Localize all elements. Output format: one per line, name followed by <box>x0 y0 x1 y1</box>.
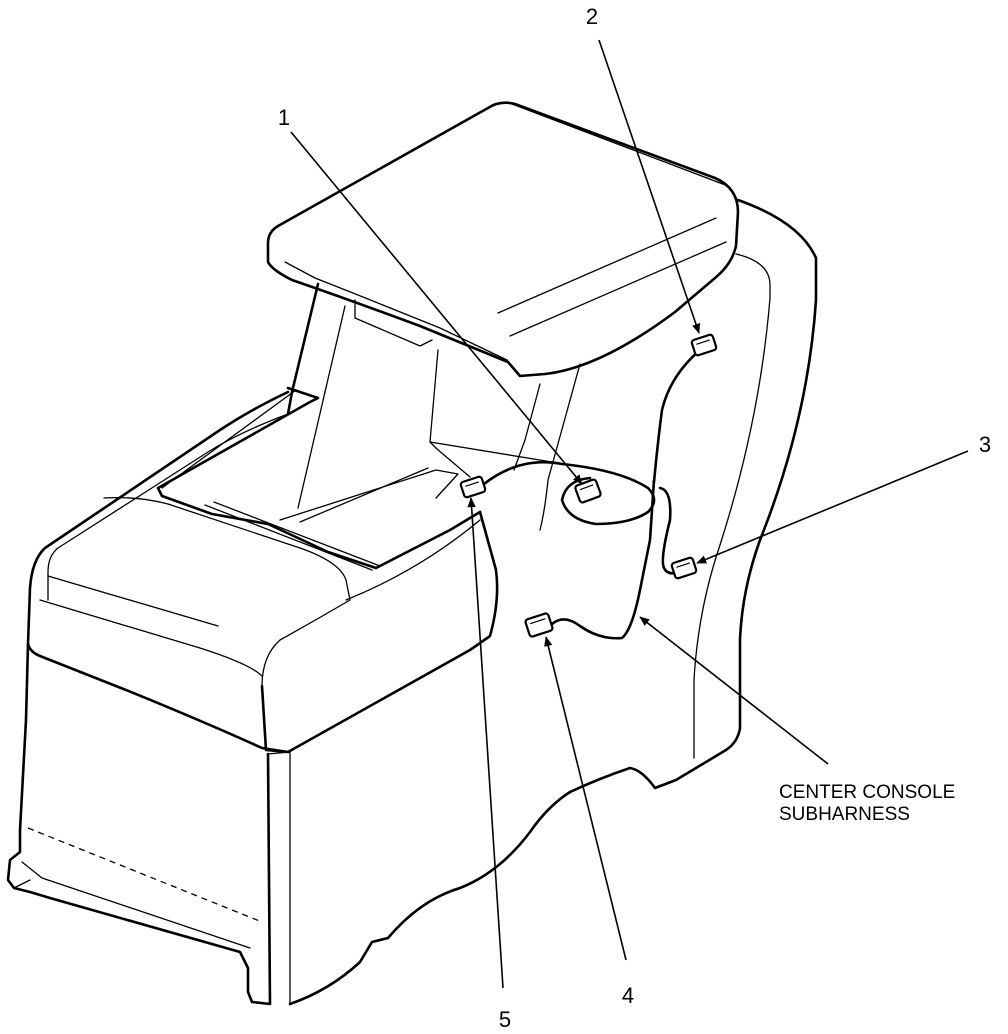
right-lower-side <box>288 936 390 1006</box>
cupholder-panel-inner <box>161 389 297 489</box>
tray-slot-left <box>204 504 373 571</box>
front-top-surface <box>26 390 290 754</box>
front-upper-panel-edge <box>345 519 481 601</box>
tray-left-post <box>286 282 320 416</box>
front-lower-step <box>13 879 31 889</box>
front-panel-top-edge <box>39 599 263 677</box>
leader-3 <box>696 450 969 564</box>
callout-5: 5 <box>499 1007 511 1032</box>
leader-5 <box>467 497 504 989</box>
connector-1 <box>574 478 602 504</box>
connector-2 <box>690 333 718 357</box>
armrest-lid-seam-top <box>511 103 729 187</box>
connector-5 <box>459 475 487 499</box>
connector-3 <box>670 556 698 580</box>
connector-4 <box>524 612 554 638</box>
tray-floor-slot <box>299 467 429 523</box>
front-lower-trim <box>27 827 263 923</box>
harness-branch-3 <box>658 486 682 575</box>
tray-back-wall <box>429 349 471 478</box>
rear-side-panel <box>386 198 818 940</box>
tray-slot-right <box>213 501 381 567</box>
callout-1: 1 <box>278 105 290 130</box>
armrest-hinge-block <box>354 299 433 347</box>
leader-subharness <box>639 616 829 765</box>
subharness-label-line2: SUBHARNESS <box>779 804 910 825</box>
leader-4 <box>544 636 627 961</box>
subharness-label-line1: CENTER CONSOLE <box>779 782 955 803</box>
front-upper-panel <box>103 496 351 687</box>
tray-left-post-inner <box>297 305 346 509</box>
armrest-lid-underside <box>284 261 521 377</box>
harness-branch-2 <box>652 348 702 484</box>
leader-2 <box>598 39 700 334</box>
harness-trunk <box>550 478 656 640</box>
tray-right-post <box>513 383 541 471</box>
console-body <box>6 101 818 1006</box>
tray-floor-front <box>279 469 459 521</box>
armrest-lid-crease-1 <box>497 217 717 314</box>
front-lower-body <box>6 642 272 1006</box>
center-console-subharness <box>482 348 702 640</box>
armrest-lid-crease-2 <box>509 241 727 337</box>
front-lower-body-edge <box>267 751 291 1005</box>
tray-right-post-outer <box>539 363 581 531</box>
callout-4: 4 <box>622 983 634 1008</box>
leader-1 <box>290 131 583 485</box>
cupholder-panel <box>156 386 482 570</box>
harness-loop <box>482 460 656 526</box>
rear-side-panel-inner <box>693 253 771 759</box>
leader-lines <box>290 39 969 989</box>
front-panel-line <box>47 575 219 627</box>
tray-back-rim <box>429 441 553 463</box>
front-top-right-edge <box>260 510 499 754</box>
callout-2: 2 <box>586 4 598 29</box>
front-lower-recess <box>21 861 251 949</box>
front-top-inner <box>47 413 289 601</box>
callout-3: 3 <box>979 432 991 457</box>
